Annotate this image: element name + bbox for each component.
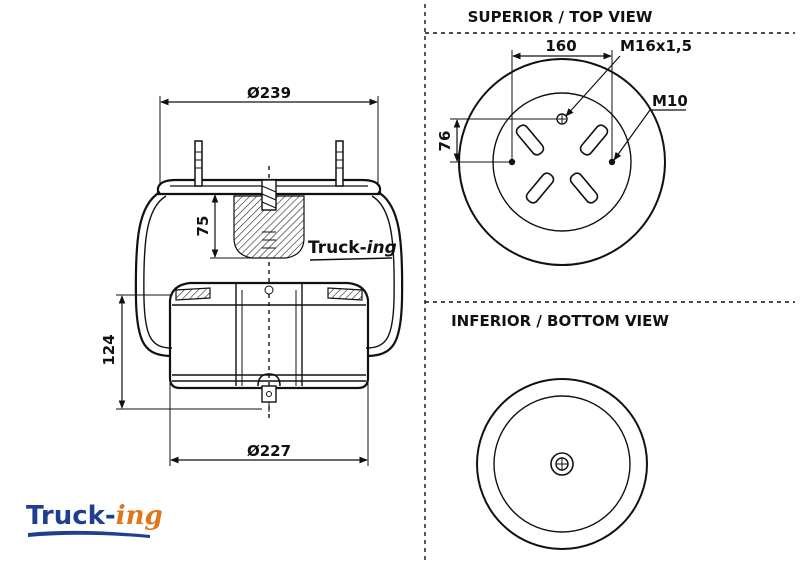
top-plate-slots xyxy=(515,124,609,204)
stud-spec-label: M10 xyxy=(652,92,688,110)
logo-main-text: Truck- xyxy=(26,501,116,531)
truck-ing-logo: Truck-ing xyxy=(26,501,163,538)
side-section-view: Ø239 Ø227 75 124 Truck-ing xyxy=(100,84,404,466)
view-dividers xyxy=(424,4,795,562)
drawing-brand-tail: ing xyxy=(367,238,397,258)
top-diameter-label: Ø239 xyxy=(247,84,291,102)
bolt-spacing-label: 160 xyxy=(545,37,576,55)
top-view-title: SUPERIOR / TOP VIEW xyxy=(468,8,653,26)
drawing-brand-mark: Truck-ing xyxy=(308,238,397,261)
bottom-view-title: INFERIOR / BOTTOM VIEW xyxy=(451,312,669,330)
bottom-diameter-label: Ø227 xyxy=(247,442,291,460)
logo-tail-text: ing xyxy=(116,501,163,531)
stud-offset-label: 76 xyxy=(436,131,454,152)
svg-text:Truck-ing: Truck-ing xyxy=(26,501,163,531)
svg-text:Truck-ing: Truck-ing xyxy=(308,238,397,258)
height-upper-label: 75 xyxy=(194,216,212,237)
mounting-stud-left xyxy=(194,140,203,187)
height-lower-label: 124 xyxy=(100,334,118,365)
top-view: SUPERIOR / TOP VIEW 160 M16x1,5 M10 xyxy=(436,8,692,266)
mounting-stud-right xyxy=(335,140,344,187)
drawing-brand-main: Truck- xyxy=(308,238,367,258)
bottom-view: INFERIOR / BOTTOM VIEW xyxy=(451,312,669,550)
thread-spec-label: M16x1,5 xyxy=(620,37,692,55)
